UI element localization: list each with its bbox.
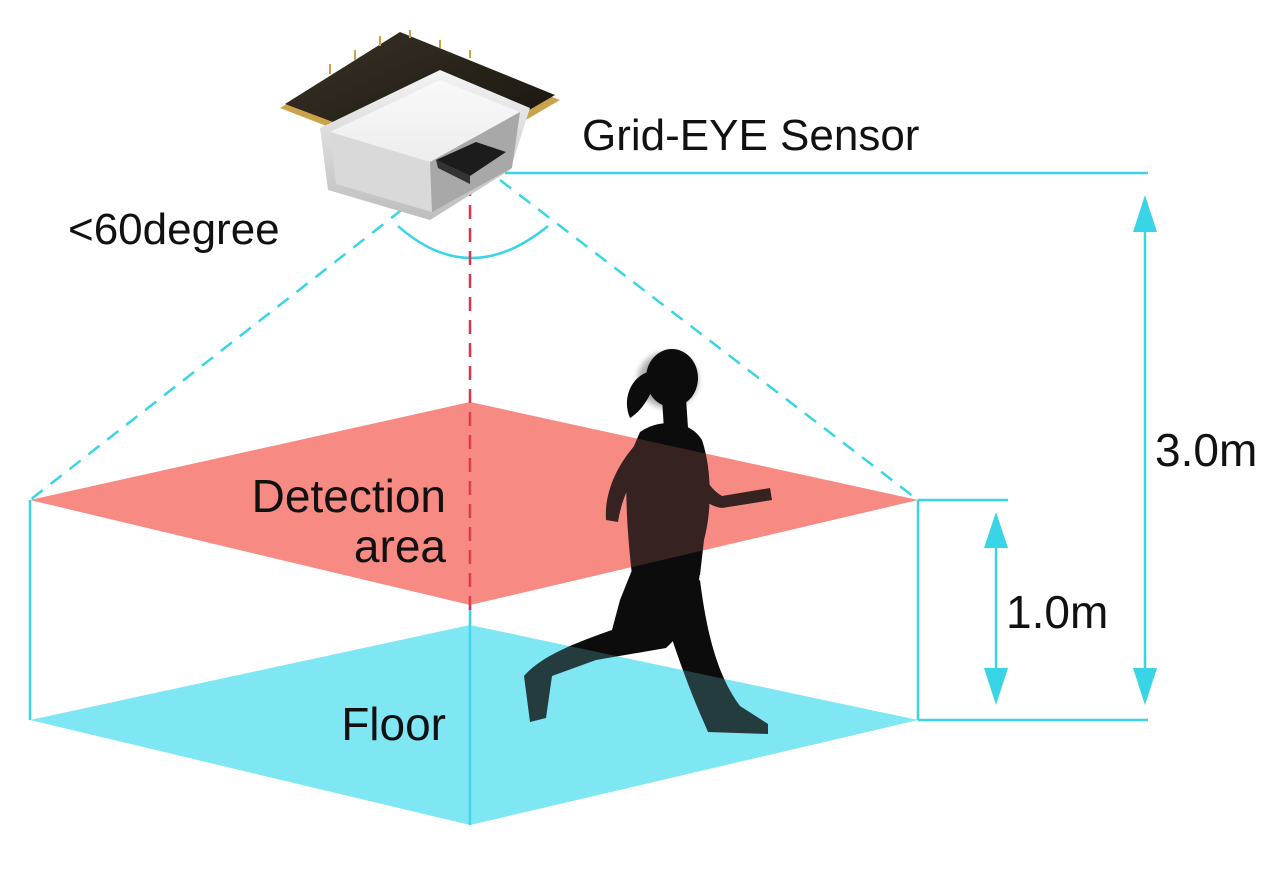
detection-area-label-line1: Detection bbox=[252, 470, 446, 522]
sensor-height-dimension bbox=[505, 171, 1157, 722]
angle-label: <60degree bbox=[68, 205, 280, 254]
angle-arc bbox=[397, 225, 549, 260]
detection-plane-overlay bbox=[470, 402, 918, 605]
walking-person-icon bbox=[524, 349, 772, 734]
box-edges bbox=[28, 500, 920, 825]
grid-eye-sensor-icon bbox=[280, 30, 560, 220]
detection-area-label-line2: area bbox=[354, 520, 446, 572]
sensor-height-label: 3.0m bbox=[1155, 424, 1257, 476]
detection-height-dimension bbox=[918, 498, 1008, 705]
detection-height-label: 1.0m bbox=[1006, 586, 1108, 638]
floor-label: Floor bbox=[341, 698, 446, 750]
field-of-view-lines bbox=[29, 179, 919, 501]
sensor-name-label: Grid-EYE Sensor bbox=[582, 111, 919, 160]
floor-plane-overlay bbox=[470, 625, 918, 825]
